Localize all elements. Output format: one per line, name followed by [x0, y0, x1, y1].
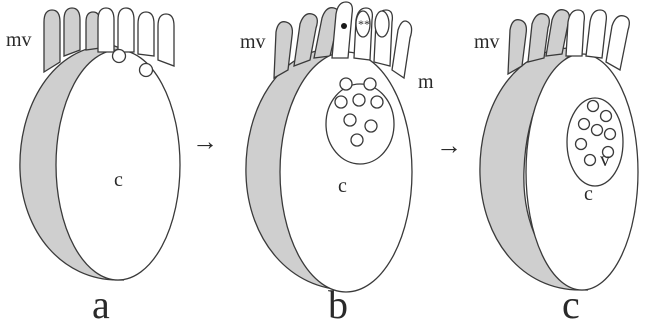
stage-c: mv v c c: [474, 10, 638, 324]
stage-a-front-cell: [56, 50, 180, 280]
stage-b-label-mv: mv: [240, 31, 266, 53]
stage-b-caption: b: [328, 282, 348, 324]
stage-b-vesicle-top: [375, 11, 389, 37]
stage-a-label-c: c: [114, 169, 123, 191]
stage-b-asterisk-label: **: [358, 17, 370, 31]
stage-c-label-c: c: [584, 183, 593, 205]
arrow-b-to-c: →: [436, 131, 462, 160]
stage-c-label-v: v: [600, 149, 610, 171]
stage-c-label-mv: mv: [474, 31, 500, 53]
stage-b-label-m: m: [418, 71, 434, 93]
stage-a-caption: a: [92, 282, 110, 324]
stage-a-label-mv: mv: [6, 29, 32, 51]
stage-c-caption: c: [562, 282, 580, 324]
arrow-a-to-b: →: [192, 127, 218, 156]
stage-a: mv c a: [6, 8, 180, 324]
stage-b-label-c: c: [338, 175, 347, 197]
stage-a-particle: [140, 64, 153, 77]
stage-b: ** mv m c b: [240, 2, 434, 324]
stage-b-dot: [341, 23, 347, 29]
stage-a-particle: [113, 50, 126, 63]
